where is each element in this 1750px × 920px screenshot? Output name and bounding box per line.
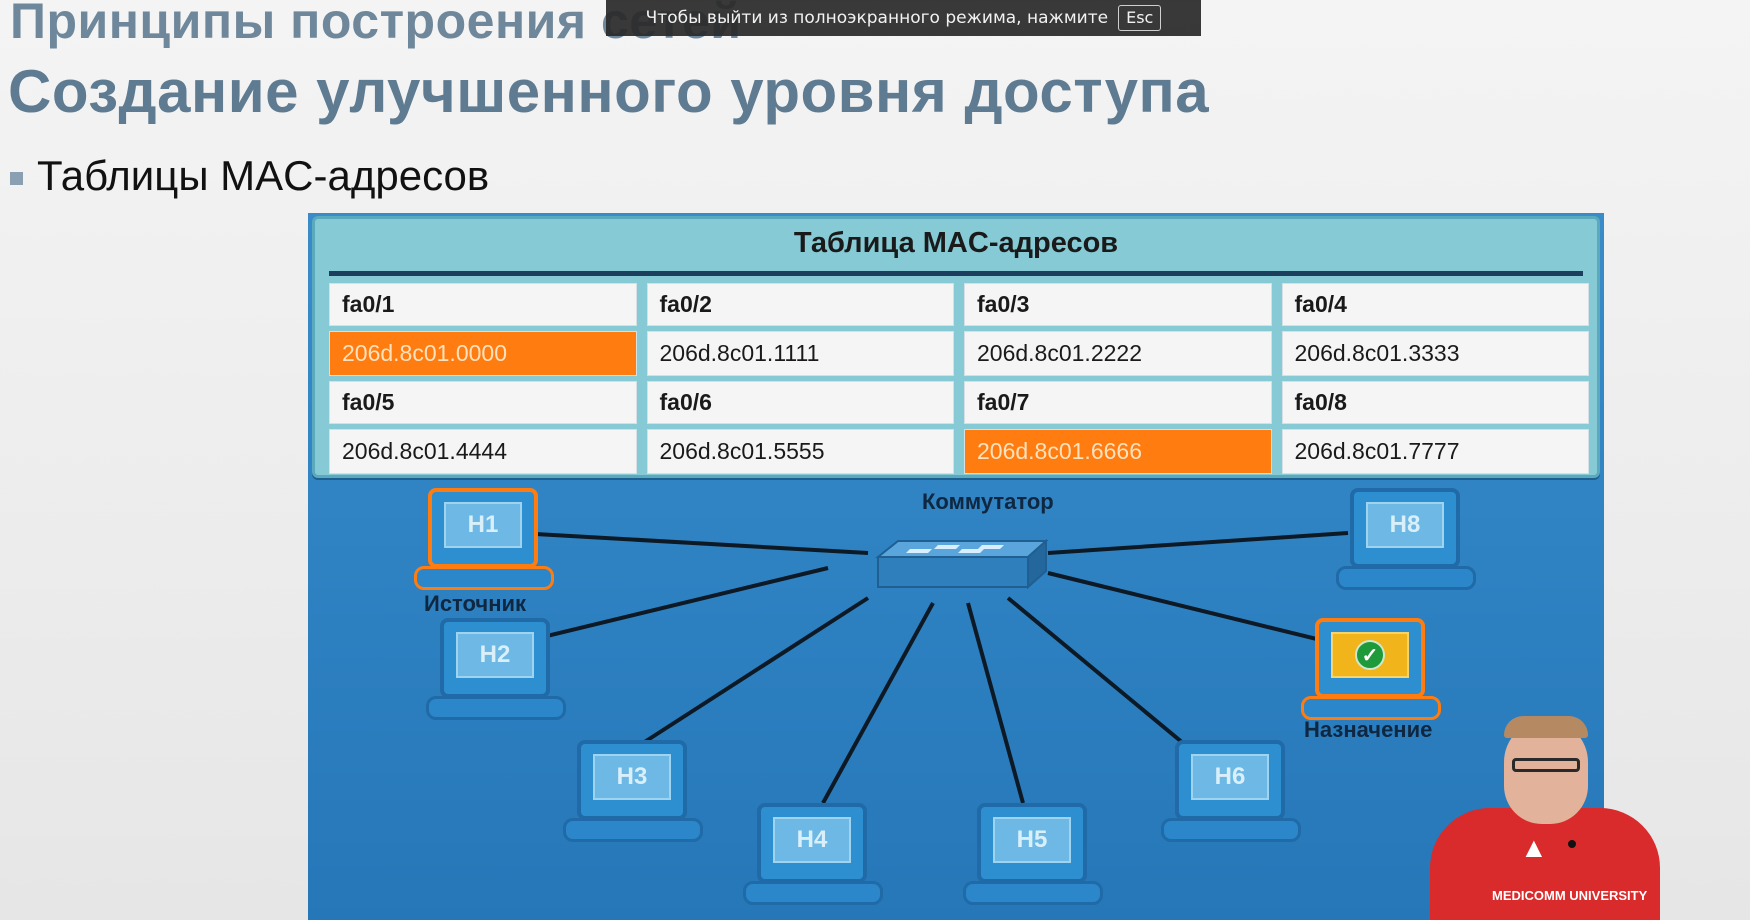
link-h4: [821, 602, 935, 804]
shirt-text: MEDICOMM UNIVERSITY: [1492, 888, 1648, 903]
link-h8: [1047, 531, 1349, 555]
switch-label: Коммутатор: [922, 489, 1054, 514]
mac-cell-fa0-1-highlighted: 206d.8c01.0000: [329, 331, 637, 376]
mac-cell-fa0-4: 206d.8c01.3333: [1281, 331, 1589, 376]
presenter-video: ▲ MEDICOMM UNIVERSITY: [1420, 700, 1750, 920]
shirt-logo-icon: ▲: [1520, 832, 1548, 863]
host-label: H4: [773, 817, 851, 863]
host-destination: ✓: [1301, 618, 1441, 728]
link-h2: [517, 566, 829, 645]
host-h6: H6: [1161, 740, 1301, 850]
slide-subtitle: Создание улучшенного уровня доступа: [8, 58, 1210, 125]
port-cell-fa0-8: fa0/8: [1281, 381, 1589, 424]
host-h4: H4: [743, 803, 883, 913]
port-cell-fa0-6: fa0/6: [646, 381, 954, 424]
host-label: H3: [593, 754, 671, 800]
switch-icon: [875, 538, 1049, 590]
host-h5: H5: [963, 803, 1103, 913]
host-label: H5: [993, 817, 1071, 863]
host-h1: H1: [414, 488, 554, 598]
source-caption: Источник: [424, 591, 527, 616]
port-cell-fa0-5: fa0/5: [329, 381, 637, 424]
glasses-icon: [1512, 758, 1580, 772]
network-links: [517, 531, 1349, 804]
switch-device: [858, 535, 1049, 595]
port-cell-fa0-7: fa0/7: [964, 381, 1272, 424]
port-cell-fa0-1: fa0/1: [329, 283, 637, 326]
mac-table-grid: fa0/1 fa0/2 fa0/3 fa0/4 206d.8c01.0000 2…: [329, 283, 1589, 474]
mac-cell-fa0-8: 206d.8c01.7777: [1281, 429, 1589, 474]
microphone-icon: [1568, 840, 1576, 848]
link-h5: [966, 602, 1025, 804]
mac-cell-fa0-3: 206d.8c01.2222: [964, 331, 1272, 376]
destination-caption: Назначение: [1304, 717, 1433, 742]
port-cell-fa0-3: fa0/3: [964, 283, 1272, 326]
mac-cell-fa0-2: 206d.8c01.1111: [646, 331, 954, 376]
mac-cell-fa0-5: 206d.8c01.4444: [329, 429, 637, 474]
presenter-shirt: [1430, 808, 1660, 920]
fullscreen-exit-notice: Чтобы выйти из полноэкранного режима, на…: [606, 0, 1201, 36]
bullet-text: Таблицы MAC-адресов: [37, 152, 490, 199]
mac-table-title: Таблица MAC-адресов: [793, 227, 1119, 259]
link-dest: [1047, 571, 1334, 645]
fullscreen-notice-text: Чтобы выйти из полноэкранного режима, на…: [645, 8, 1109, 28]
link-h6: [1006, 596, 1185, 745]
bullet-item: Таблицы MAC-адресов: [10, 152, 489, 200]
host-h2: H2: [426, 618, 566, 728]
host-h8: H8: [1336, 488, 1476, 598]
link-h3: [641, 596, 870, 745]
port-cell-fa0-2: fa0/2: [646, 283, 954, 326]
host-h3: H3: [563, 740, 703, 850]
mac-cell-fa0-6: 206d.8c01.5555: [646, 429, 954, 474]
mac-cell-fa0-7-highlighted: 206d.8c01.6666: [964, 429, 1272, 474]
host-label: H2: [456, 632, 534, 678]
esc-key-badge[interactable]: Esc: [1118, 5, 1162, 31]
port-cell-fa0-4: fa0/4: [1281, 283, 1589, 326]
host-label: H8: [1366, 502, 1444, 548]
host-label: H6: [1191, 754, 1269, 800]
checkmark-icon: ✓: [1355, 640, 1385, 670]
network-diagram: Таблица MAC-адресов fa0/1 fa0/2 fa0/3 fa…: [308, 213, 1604, 920]
bullet-square-icon: [10, 171, 23, 185]
mac-address-table: Таблица MAC-адресов fa0/1 fa0/2 fa0/3 fa…: [312, 216, 1600, 478]
host-label: H1: [444, 502, 522, 548]
mac-table-divider: [329, 271, 1583, 276]
link-h1: [517, 531, 869, 555]
